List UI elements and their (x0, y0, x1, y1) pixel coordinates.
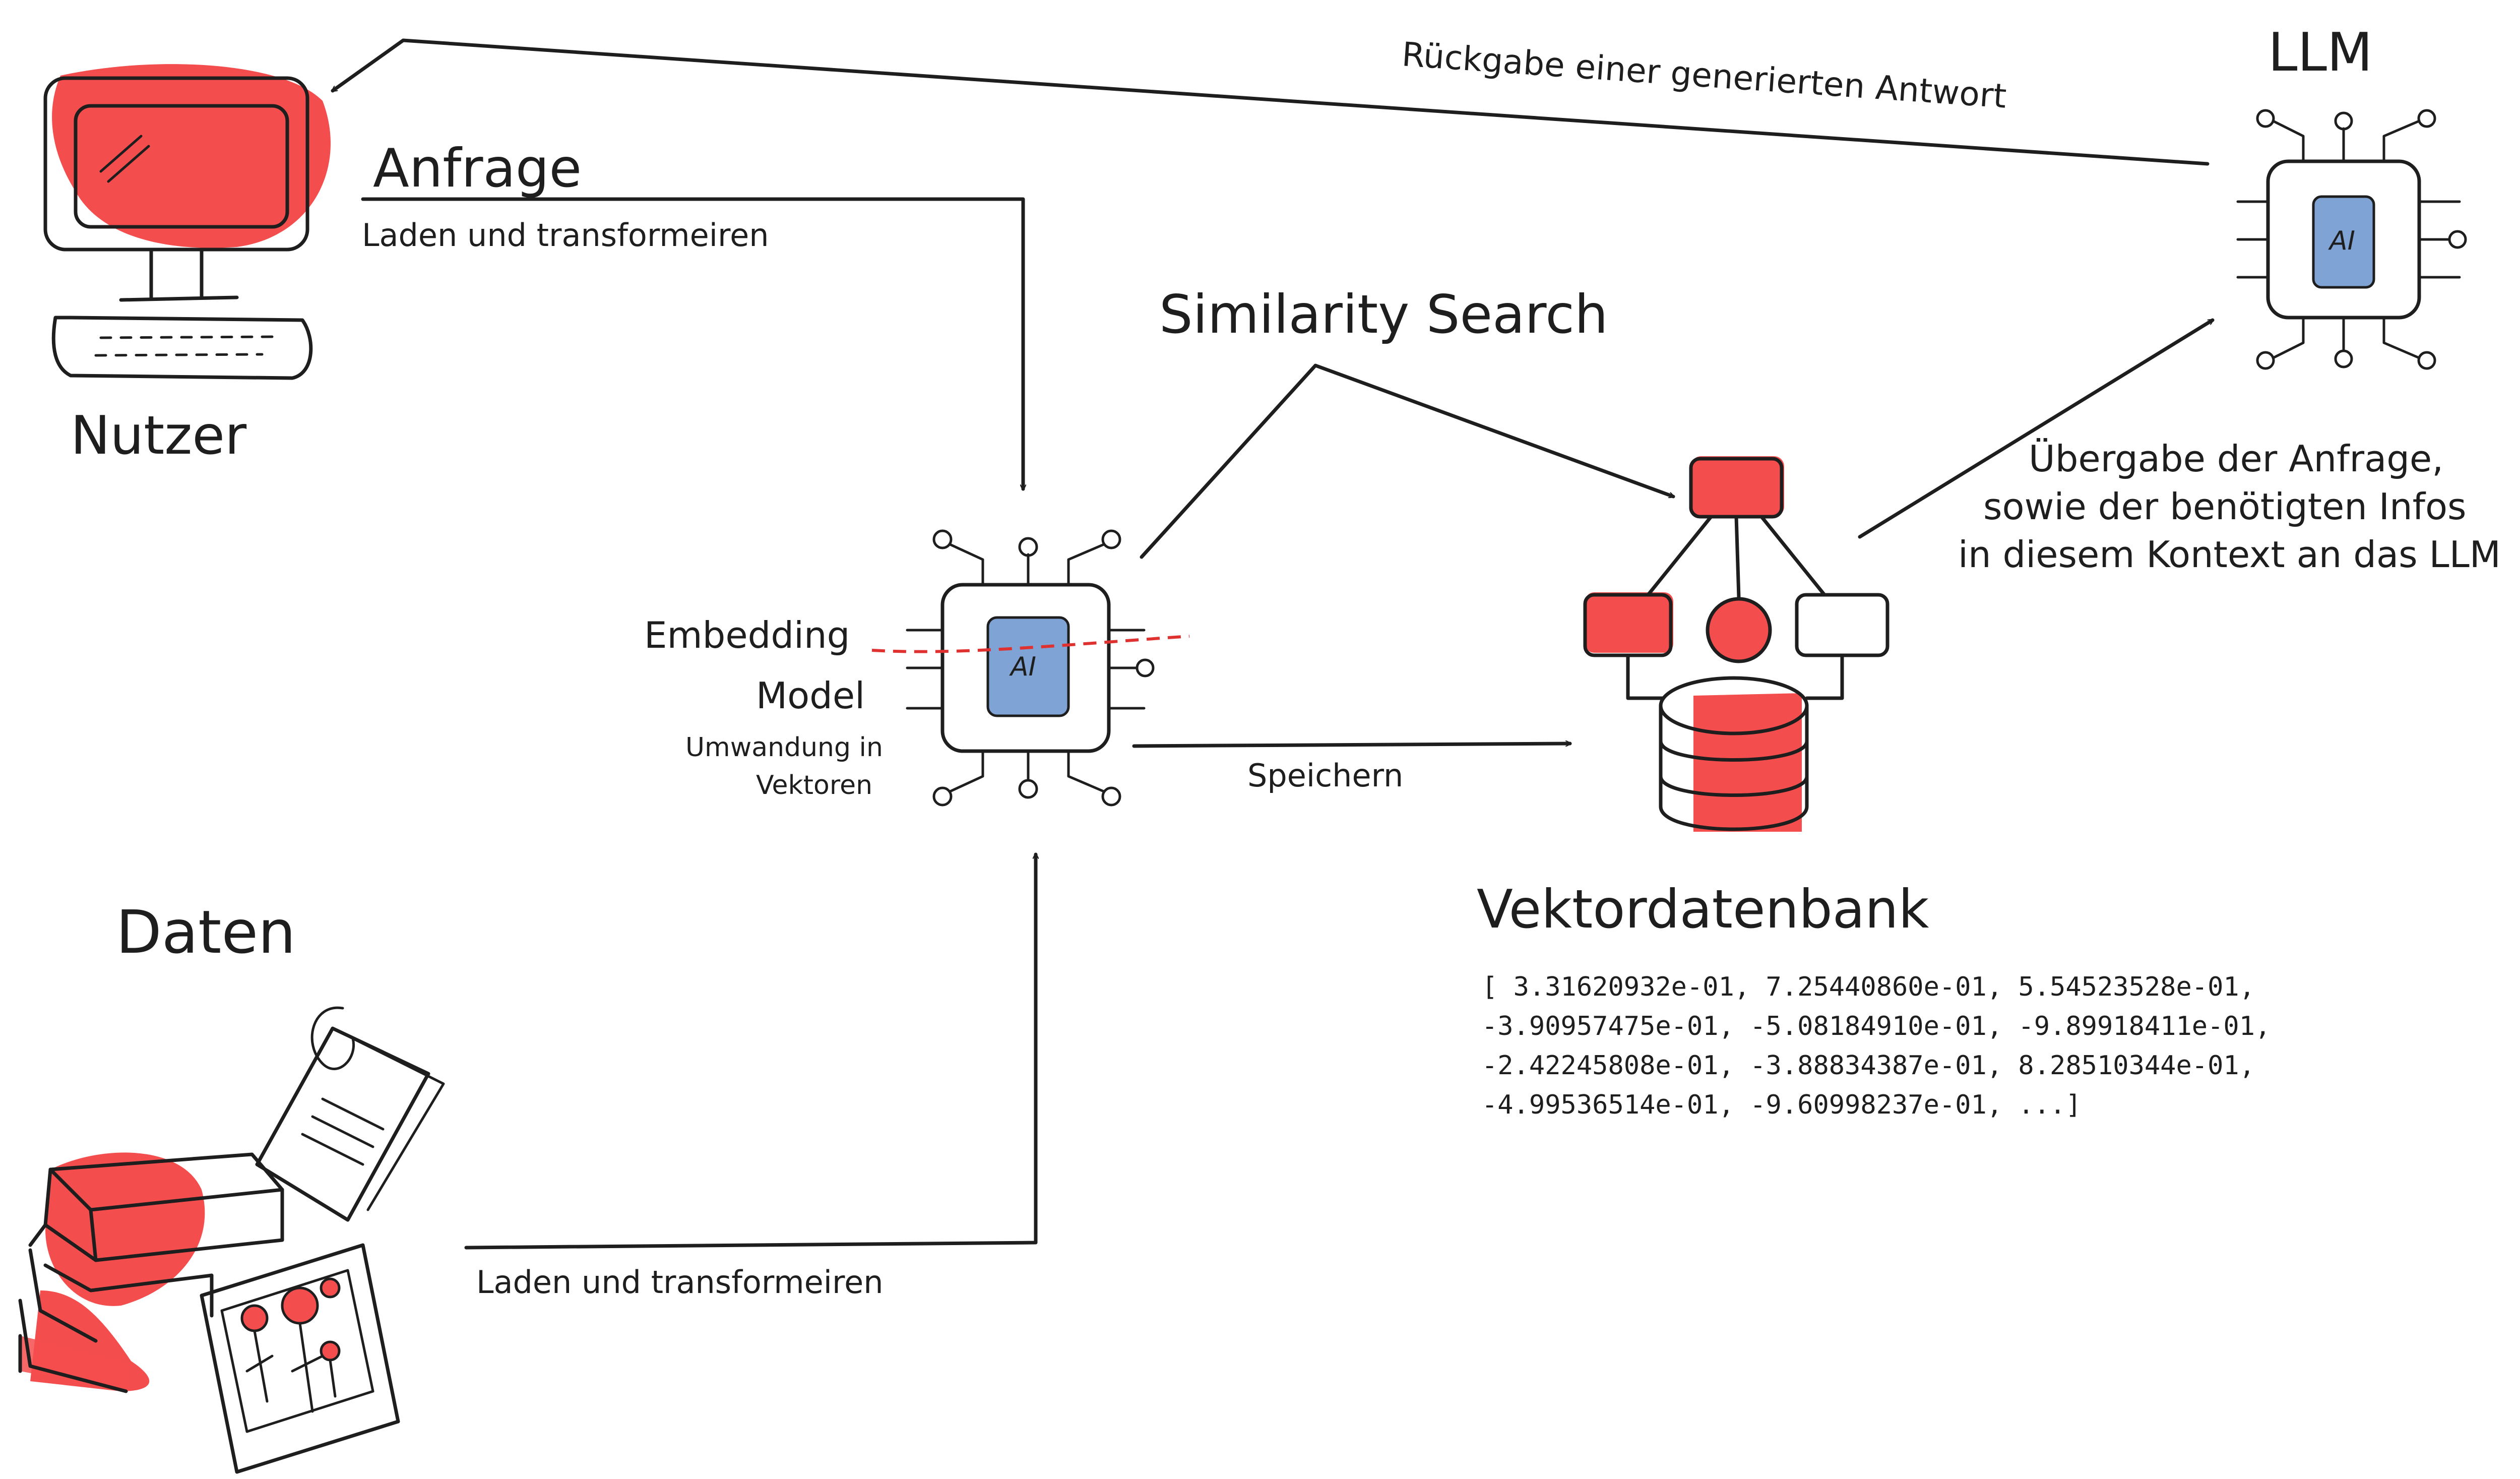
ubergabe-arrow (1858, 318, 2213, 539)
speichern-arrow (1132, 744, 1572, 748)
books-icon (18, 1152, 284, 1393)
embedding-chip-ai-label: AI (1009, 652, 1036, 682)
llm-title: LLM (2268, 22, 2373, 83)
ruckgabe-label: Rückgabe einer generierten Antwort (1401, 35, 2008, 116)
llm-chip-ai-label: AI (2328, 226, 2355, 256)
daten-arrow (464, 852, 1036, 1250)
vector-values: [ 3.31620932e-01, 7.25440860e-01, 5.5452… (1482, 972, 2271, 1120)
photo-icon (200, 1243, 400, 1474)
anfrage-arrow (361, 197, 1023, 491)
ubergabe-line2: sowie der benötigten Infos (1983, 485, 2467, 528)
anfrage-label: Anfrage (373, 138, 582, 199)
vector-line-1: [ 3.31620932e-01, 7.25440860e-01, 5.5452… (1482, 972, 2255, 1002)
embedding-label-line1: Embedding (644, 614, 850, 656)
anfrage-subtitle: Laden und transformeiren (362, 217, 769, 254)
vector-line-4: -4.99536514e-01, -9.60998237e-01, ...] (1482, 1090, 2082, 1120)
embedding-label-line2: Model (756, 674, 865, 717)
document-icon (255, 1006, 445, 1222)
speichern-label: Speichern (1247, 757, 1403, 794)
vektordatenbank-title: Vektordatenbank (1477, 879, 1929, 940)
ai-chip-icon: AI (906, 529, 1155, 807)
embedding-sub-line1: Umwandung in (685, 732, 883, 763)
keyboard-icon (51, 316, 313, 380)
computer-icon (43, 64, 331, 302)
embedding-sub-line2: Vektoren (756, 770, 872, 800)
embedding-dashed-line (871, 635, 1190, 653)
ubergabe-line3: in diesem Kontext an das LLM (1958, 533, 2501, 576)
ruckgabe-arrow (333, 38, 2210, 166)
vector-line-3: -2.42245808e-01, -3.88834387e-01, 8.2851… (1482, 1051, 2255, 1081)
nutzer-label: Nutzer (71, 405, 247, 466)
similarity-search-label: Similarity Search (1159, 284, 1608, 345)
daten-subtitle: Laden und transformeiren (476, 1264, 884, 1301)
vector-database-icon (1583, 456, 1889, 832)
similarity-arrow (1140, 363, 1673, 559)
llm-chip-icon: AI (2236, 109, 2467, 370)
daten-title: Daten (116, 897, 296, 967)
vector-line-2: -3.90957475e-01, -5.08184910e-01, -9.899… (1482, 1011, 2271, 1041)
ubergabe-line1: Übergabe der Anfrage, (2029, 438, 2443, 480)
